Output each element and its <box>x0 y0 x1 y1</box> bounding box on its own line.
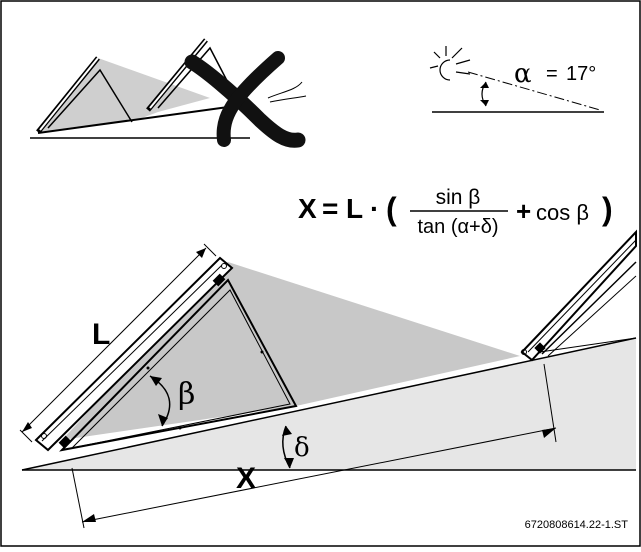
delta-angle: δ <box>282 425 310 469</box>
beta-angle: β <box>149 375 195 427</box>
formula-l: L <box>346 193 363 224</box>
beta-label: β <box>178 377 195 412</box>
collector-small-1 <box>36 56 251 134</box>
formula-open-paren: ( <box>386 191 397 227</box>
formula-equals: = <box>322 193 338 224</box>
shadow-area-small <box>38 58 210 132</box>
sun-angle-sketch: α = 17° <box>429 46 604 113</box>
collector-next <box>520 229 637 362</box>
sun-ray-line <box>467 71 601 111</box>
distance-dimension: X <box>71 363 557 529</box>
roof-slope-line <box>21 337 637 471</box>
formula-denominator: tan (α+δ) <box>417 216 498 238</box>
cross-icon <box>184 51 306 148</box>
formula-close-paren: ) <box>602 191 613 227</box>
alpha-symbol: α <box>514 59 532 89</box>
alpha-value: 17° <box>566 63 596 85</box>
length-label: L <box>92 318 110 351</box>
sun-icon <box>429 46 471 81</box>
formula-numerator: sin β <box>436 186 481 209</box>
collector-panel <box>34 256 234 452</box>
shadow-area <box>62 262 520 440</box>
formula-dot: · <box>370 193 379 224</box>
alpha-equals: = <box>546 63 558 85</box>
formula-plus: + <box>516 196 531 226</box>
formula-x: X <box>298 193 317 224</box>
figure-code: 6720808614.22-1.ST <box>525 519 629 531</box>
incorrect-placement-sketch <box>30 38 307 139</box>
length-dimension: L <box>19 243 217 443</box>
collector-main <box>34 256 298 452</box>
delta-label: δ <box>294 433 310 463</box>
formula-cos-term: cos β <box>536 200 589 225</box>
spacing-formula: X = L · ( sin β tan (α+δ) + cos β ) <box>298 186 613 238</box>
distance-label: X <box>236 462 256 495</box>
